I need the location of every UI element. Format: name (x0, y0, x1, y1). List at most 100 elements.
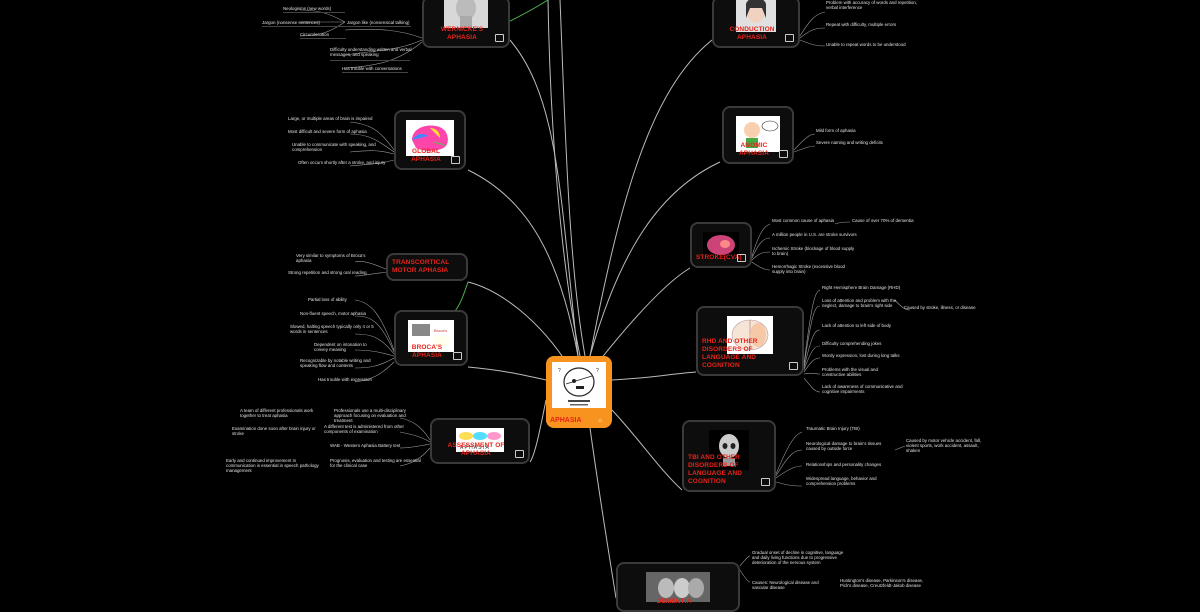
node-transcortical[interactable]: TRANSCORTICAL MOTOR APHASIA (386, 253, 468, 281)
node-dementia[interactable]: DEMENTIA (616, 562, 740, 612)
node-title: TRANSCORTICAL MOTOR APHASIA (392, 259, 450, 274)
leaf-global-1: Most difficult and severe form of aphasi… (288, 129, 367, 134)
conduction-image (736, 0, 776, 32)
stroke-image (703, 232, 739, 258)
leaf-dementia-2: Huntington's disease, Parkinson's diseas… (840, 578, 924, 589)
leaf-assessment-0: A team of different professionals work t… (240, 408, 314, 419)
leaf-rhd-0: Right Hemisphere Brain Damage (RHD) (822, 285, 901, 290)
node-title: RHD AND OTHER DISORDERS OF LANGUAGE AND … (702, 338, 758, 369)
leaf-stroke-4: Hemorrhagic Stroke (excessive blood supp… (772, 264, 845, 275)
link-anomic (589, 161, 721, 357)
leaf-stroke-2: A million people in U.S. are stroke surv… (772, 232, 857, 237)
broca-image: Broca's (408, 320, 454, 352)
wernicke-image (444, 0, 488, 28)
note-icon[interactable] (495, 34, 504, 42)
note-icon[interactable] (761, 478, 770, 486)
leaf-stroke-1: Cause of over 70% of dementia (852, 218, 914, 223)
node-conduction[interactable]: CONDUCTION APHASIA (712, 0, 800, 48)
node-title: BROCA'S APHASIA (411, 344, 443, 359)
node-global[interactable]: GLOBAL APHASIA (394, 110, 466, 170)
svg-text:?: ? (596, 368, 599, 374)
leaf-anomic-1: Severe naming and writing deficits (816, 140, 883, 145)
dementia-image (646, 572, 710, 602)
svg-text:A P H A S I A: A P H A S I A (460, 445, 489, 451)
node-assessment[interactable]: A P H A S I A ASSESSMENT OF APHASIA (430, 418, 530, 464)
leaf-broca-2: Slowed, halting speech typically only 4 … (290, 324, 374, 335)
link-stroke (599, 267, 691, 361)
link-transcortical (467, 281, 571, 369)
link-assessment (529, 399, 547, 463)
node-anomic[interactable]: ANOMIC APHASIA (722, 106, 794, 164)
leaf-rhd-1: Loss of attention and problem with the n… (822, 298, 897, 309)
leaf-conduction-1: Repeat with difficulty, multiple errors (826, 22, 897, 27)
svg-text:?: ? (558, 368, 561, 374)
leaf-neologisms: Neologisms (new words) (283, 6, 332, 11)
leaf-tbi-3: Relationships and personality changes (806, 462, 882, 467)
link-top-a (547, 0, 581, 357)
note-icon[interactable] (785, 34, 794, 42)
link-broca (467, 366, 547, 381)
leaf-transcortical-1: Strong repetition and strong oral readin… (288, 270, 367, 275)
node-title: ASSESSMENT OF APHASIA (447, 442, 505, 457)
leaf-tbi-1: Neurological damage to brain's tissues c… (806, 441, 882, 452)
leaf-broca-5: Has trouble with expression (318, 377, 372, 382)
svg-text:Broca's: Broca's (434, 328, 447, 333)
leaf-global-0: Large, or multiple areas of brain is imp… (288, 116, 373, 121)
node-title: WERNICKE'S APHASIA (440, 26, 484, 41)
node-title: CONDUCTION APHASIA (729, 26, 775, 41)
link-conduction (589, 39, 713, 357)
leaf-difficulty: Difficulty understanding written and ver… (330, 47, 412, 58)
leaf-assessment-3: A different test is administered from ot… (324, 424, 404, 435)
node-broca[interactable]: Broca's BROCA'S APHASIA (394, 310, 468, 366)
leaf-tbi-2: Caused by motor vehicle accident, fall, … (906, 438, 982, 454)
leaf-stroke-3: Ischemic Stroke (blockage of blood suppl… (772, 246, 855, 257)
link-green-top (507, 0, 549, 23)
leaf-broca-0: Partial loss of ability (308, 297, 347, 302)
leaf-jargon-like: Jargon like (nonsensical talking) (347, 20, 410, 25)
leaf-tbi-0: Traumatic Brain Injury (TBI) (806, 426, 860, 431)
leaf-assessment-5: Prognosis, evaluation and testing are es… (330, 458, 421, 469)
leaf-rhd-2: Caused by stroke, illness, or disease (904, 305, 976, 310)
leaf-rhd-6: Problems with the visual and constructiv… (822, 367, 878, 378)
leaf-jargon: Jargon (nonsense sentences) (262, 20, 320, 25)
leaf-broca-1: Non-fluent speech, motor aphasia (300, 311, 366, 316)
leaf-broca-3: Dependent on intonation to convey meanin… (314, 342, 367, 353)
link-tbi (611, 409, 683, 491)
note-icon[interactable] (737, 254, 746, 262)
leaf-dementia-1: Causes: Neurological disease and vascula… (752, 580, 819, 591)
anomic-image (736, 116, 780, 152)
leaf-rhd-7: Lack of awareness of communicative and c… (822, 384, 903, 395)
note-icon[interactable] (779, 150, 788, 158)
note-icon[interactable] (451, 156, 460, 164)
leaf-assessment-6: Early and continued improvement in commu… (226, 458, 319, 474)
leaf-tbi-4: Widespread language, behavior and compre… (806, 476, 877, 487)
link-wernicke (509, 39, 579, 357)
node-wernicke[interactable]: WERNICKE'S APHASIA (422, 0, 510, 48)
note-icon[interactable] (789, 362, 798, 370)
leaf-assessment-2: Examination done soon after brain injury… (232, 426, 316, 437)
leaf-rhd-3: Lack of attention to left side of body (822, 323, 892, 328)
aphasia-image: ? ? (552, 362, 606, 408)
link-icon[interactable]: ⌂ (598, 418, 602, 424)
node-title: GLOBAL APHASIA (411, 148, 441, 163)
global-image (406, 120, 454, 156)
tbi-image (709, 430, 749, 470)
node-title: DEMENTIA (656, 598, 692, 605)
leaf-assessment-1: Professionals use a multi-disciplinary a… (334, 408, 406, 424)
leaf-broca-4: Recognizable by notable writing and spea… (300, 358, 371, 369)
link-dementia (589, 427, 617, 599)
central-topic-aphasia[interactable]: ? ? APHASIA ⌂ (546, 356, 612, 428)
node-rhd[interactable]: RHD AND OTHER DISORDERS OF LANGUAGE AND … (696, 306, 804, 376)
node-title: TBI AND OTHER DISORDERS OF LANGUAGE AND … (688, 454, 743, 485)
central-topic-title: APHASIA (550, 417, 582, 424)
leaf-assessment-4: WAB - Western Aphasia Battery test (330, 443, 401, 448)
note-icon[interactable] (453, 352, 462, 360)
node-stroke[interactable]: STROKE(CVA) (690, 222, 752, 268)
leaf-dementia-0: Gradual onset of decline in cognitive, l… (752, 550, 844, 566)
node-tbi[interactable]: TBI AND OTHER DISORDERS OF LANGUAGE AND … (682, 420, 776, 492)
note-icon[interactable] (515, 450, 524, 458)
leaf-rhd-5: Wordy expression, lost during long talks (822, 353, 900, 358)
link-top-b (559, 0, 586, 357)
rhd-image (727, 316, 773, 354)
